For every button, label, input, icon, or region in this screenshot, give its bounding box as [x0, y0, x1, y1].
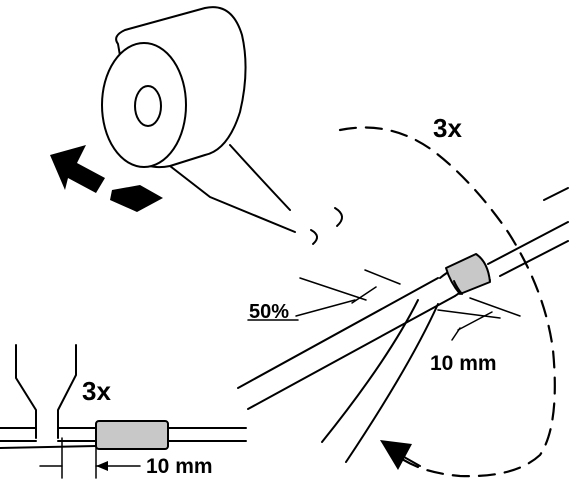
dimension-width-top: [437, 297, 521, 341]
wire-branch: [321, 299, 439, 463]
clamp: [0, 344, 97, 442]
tape-roll: [101, 6, 343, 245]
feed-arrow-tail-icon: [110, 185, 163, 212]
rotation-arrow-head-icon: [380, 440, 412, 470]
label-repeat-bottom: 3x: [82, 376, 111, 406]
sleeve-top: [445, 253, 491, 295]
label-repeat-top: 3x: [433, 113, 462, 143]
label-width-bottom: 10 mm: [146, 455, 213, 478]
sleeve-bottom: [95, 420, 169, 450]
rotation-path-dashed: [338, 126, 556, 478]
tape-strip: [169, 144, 296, 233]
wire-main-end: [543, 187, 569, 201]
dimension-width-bottom: [39, 437, 141, 479]
feed-arrow-head-icon: [50, 145, 105, 193]
label-overlap-percent: 50%: [249, 301, 289, 323]
tape-gap-marks: [310, 207, 343, 245]
tape-roll-core: [134, 85, 162, 127]
tape-roll-face: [101, 42, 187, 168]
label-width-top: 10 mm: [430, 352, 497, 375]
dimension-overlap: [247, 269, 401, 321]
feed-arrows: [50, 145, 163, 212]
